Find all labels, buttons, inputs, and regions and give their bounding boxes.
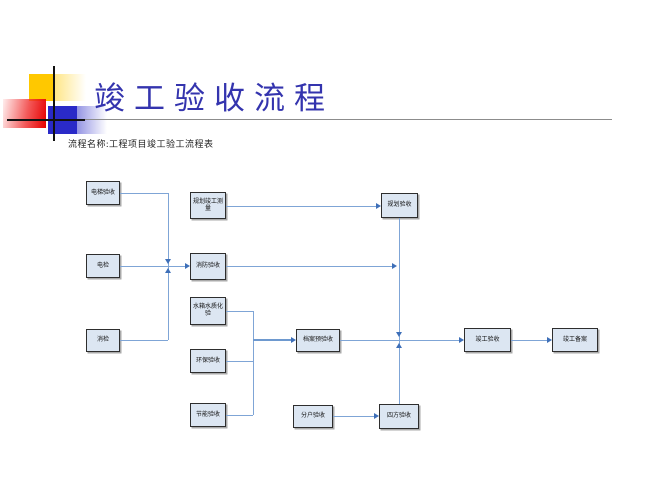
connector-line: [398, 218, 400, 404]
flow-table-caption: 流程名称:工程项目竣工验工流程表: [68, 139, 214, 149]
arrowhead-right-icon: [459, 337, 464, 343]
page-title: 竣工验收流程: [94, 81, 334, 116]
arrowhead-right-icon: [291, 337, 296, 343]
arrowhead-right-icon: [374, 413, 379, 419]
node-energy-saving-acceptance: 节能验收: [190, 403, 226, 427]
arrowhead-up-icon: [165, 268, 171, 273]
arrowhead-down-icon: [396, 332, 402, 337]
node-water-tank-quality-test: 水箱水质化 验: [190, 297, 226, 325]
node-completion-acceptance: 竣工验收: [464, 328, 511, 352]
connector-line: [120, 339, 168, 341]
connector-line: [167, 193, 169, 340]
connector-line: [120, 192, 168, 194]
node-elevator-acceptance: 电梯验收: [86, 181, 120, 205]
node-planning-acceptance: 规划验收: [381, 193, 418, 218]
arrowhead-up-icon: [396, 343, 402, 348]
title-underline-rule: [85, 119, 612, 120]
connector-line: [120, 265, 186, 267]
node-completion-filing: 竣工备案: [552, 328, 598, 352]
connector-line: [226, 205, 377, 207]
connector-line: [511, 339, 548, 341]
connector-line: [333, 415, 375, 417]
node-household-acceptance: 分户验收: [293, 405, 333, 428]
connector-line: [226, 265, 393, 267]
arrowhead-right-icon: [376, 203, 381, 209]
node-fire-inspection: 消检: [86, 329, 120, 352]
node-electrical-inspection: 电检: [86, 254, 120, 278]
connector-line: [226, 414, 253, 416]
arrowhead-right-icon: [185, 263, 190, 269]
node-fire-protection-acceptance: 消防验收: [190, 253, 226, 280]
connector-line: [253, 339, 292, 341]
node-environmental-acceptance: 环保验收: [190, 349, 226, 373]
connector-line: [252, 311, 254, 415]
decor-yellow-gradient: [55, 74, 86, 101]
decor-yellow-square: [29, 74, 55, 101]
decor-red-gradient-square: [3, 99, 46, 128]
arrowhead-right-icon: [547, 337, 552, 343]
connector-line: [226, 360, 253, 362]
connector-line: [340, 339, 460, 341]
arrowhead-right-icon: [392, 263, 397, 269]
connector-line: [226, 310, 253, 312]
node-four-party-acceptance: 四方验收: [379, 404, 419, 429]
node-archive-pre-acceptance: 档案预验收: [296, 329, 340, 352]
decor-vertical-rule: [53, 66, 55, 141]
arrowhead-down-icon: [165, 259, 171, 264]
node-planning-completion-survey: 规划竣工测 量: [190, 192, 226, 219]
decor-horizontal-rule-dark: [7, 119, 85, 121]
